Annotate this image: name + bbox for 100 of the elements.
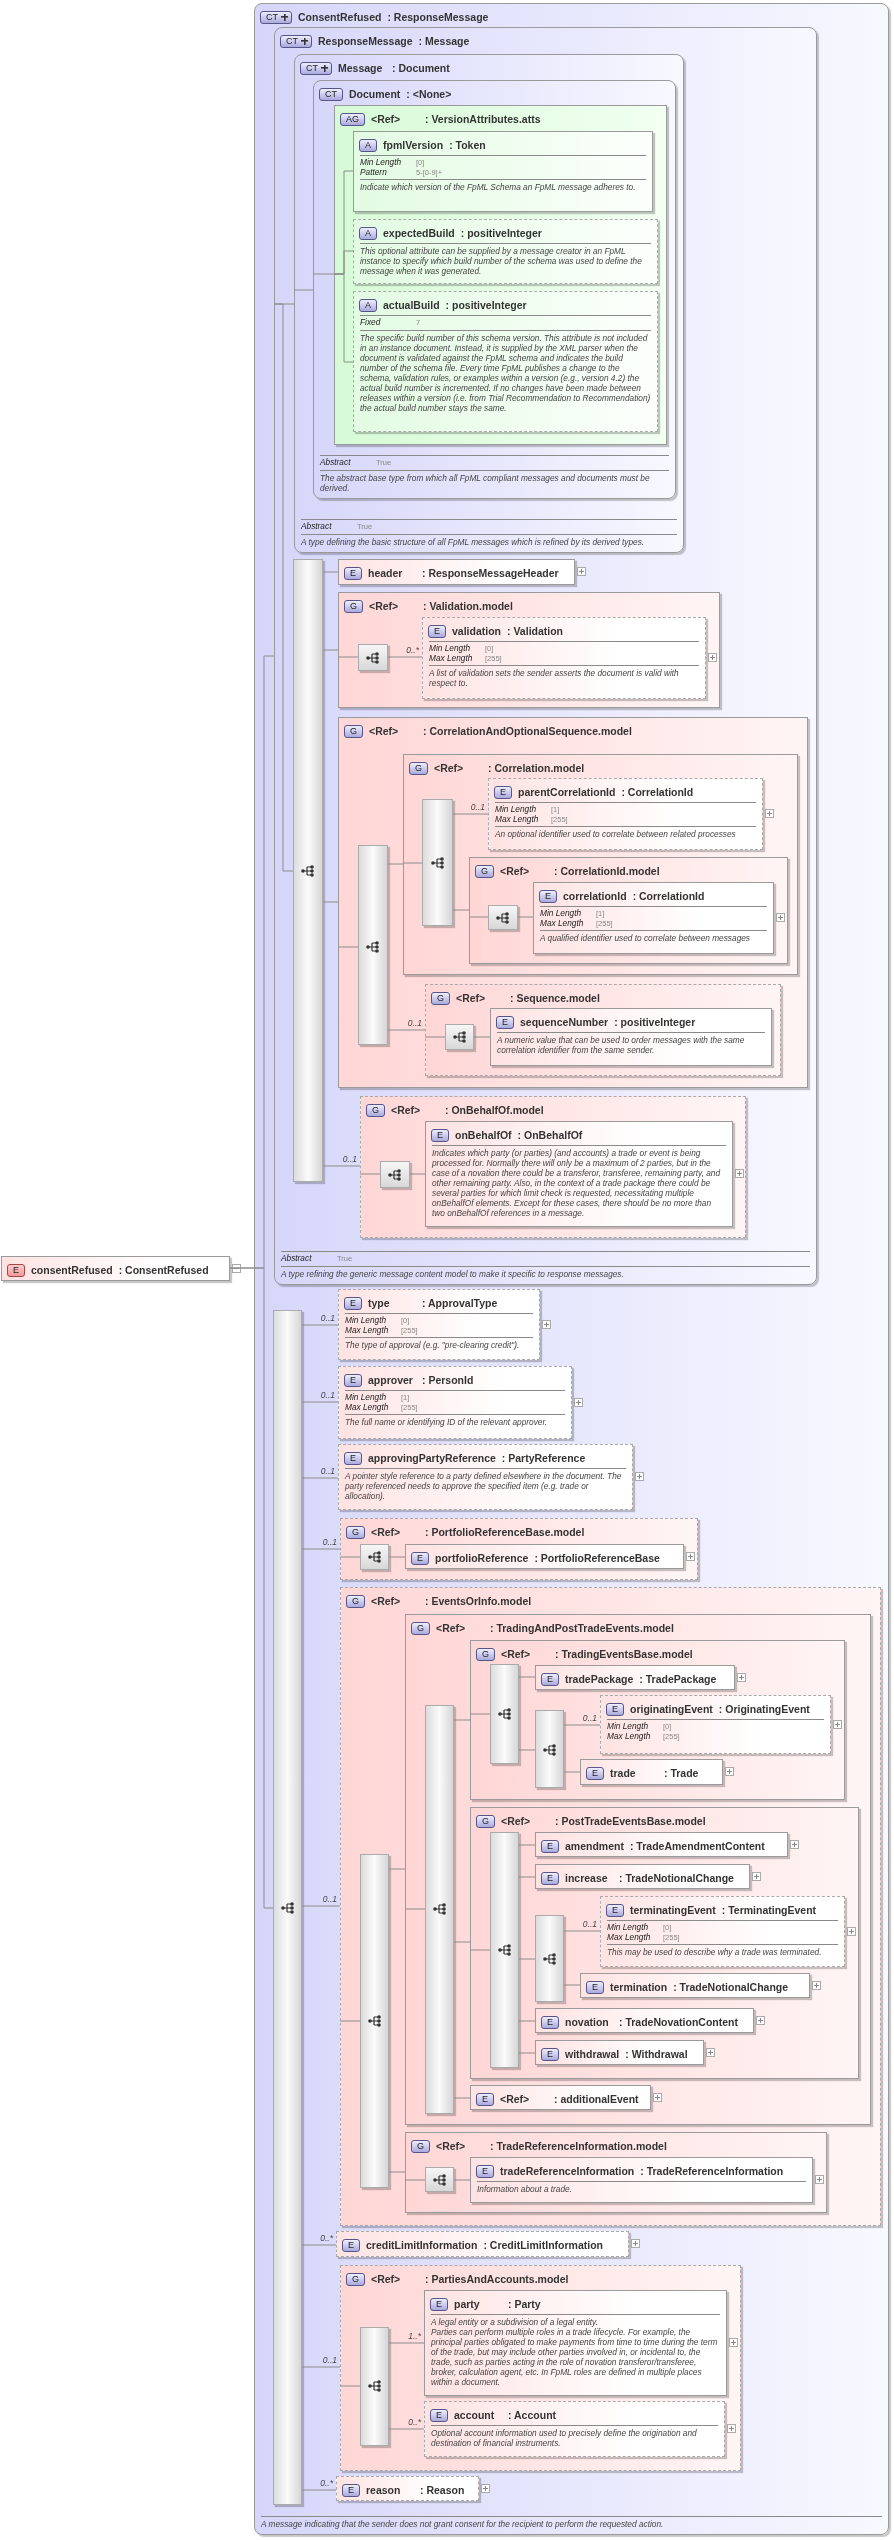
kind-badge: CT <box>300 61 332 75</box>
kind-badge: CT <box>319 87 343 101</box>
description: This optional attribute can be supplied by a message creator in an FpML instance to specify which build number of the schema was used to define the message when it was generated. <box>360 246 643 276</box>
connector-line <box>518 1958 536 1960</box>
kind-badge: E <box>344 1373 362 1387</box>
kind-badge: G <box>476 1814 495 1828</box>
kind-badge: E <box>539 889 557 903</box>
kind-badge: E <box>7 1263 25 1277</box>
connector-line <box>518 2052 536 2054</box>
connector-line <box>359 1173 381 1175</box>
kind-badge: G <box>411 1621 430 1635</box>
node-name: <Ref> <box>391 1104 422 1116</box>
connector-line <box>388 2342 425 2344</box>
connector-line <box>453 1941 471 1943</box>
type-name: : PortfolioReferenceBase.model <box>425 1526 585 1538</box>
connector-line <box>322 649 339 651</box>
node-name: Message <box>338 62 384 74</box>
kind-badge: G <box>476 1647 495 1661</box>
type-name: : ApprovalType <box>422 1297 498 1309</box>
type-name: : Correlation.model <box>488 762 585 774</box>
sequence-bar <box>360 2327 389 2446</box>
sequence-compositor <box>425 2167 454 2192</box>
sequence-bar <box>422 799 453 926</box>
connector-line <box>518 1876 536 1878</box>
description: Indicates which party (or parties) (and accounts) a trade or event is being processed for. Normally there will only be a maximum of 2 parties, but in the case of a novation there could be a transferor, transferee, remaining party, and other remaining party. Also, in the context of a trade package there could be several parties for which limit check is requested, necessitating multiple onBehalfOf elements. Except for these cases, there should be no more than two onBehalfOf references in a message. <box>432 1148 722 1218</box>
node-name: <Ref> <box>500 865 531 877</box>
kind-badge: A <box>359 298 377 312</box>
type-name: : PortfolioReferenceBase <box>534 1552 660 1564</box>
connector-line <box>322 571 339 573</box>
type-name: : Token <box>449 139 486 151</box>
kind-badge: AG <box>340 112 365 126</box>
group-box <box>470 1807 859 2079</box>
node-name: originatingEvent <box>630 1703 713 1715</box>
group-box <box>405 1614 871 2125</box>
connector-line <box>333 273 354 363</box>
multiplicity-label: 1..* <box>408 2331 421 2341</box>
multiplicity-label: 0..1 <box>582 1713 597 1723</box>
description: A list of validation sets the sender asserts the document is valid with respect to. <box>429 668 680 689</box>
node-name: validation <box>452 625 502 637</box>
connector-line <box>387 863 404 865</box>
connector-line <box>563 1724 601 1726</box>
kind-badge: E <box>342 2483 360 2497</box>
kind-badge: E <box>541 2047 559 2061</box>
property-name: Max Length <box>429 653 474 664</box>
description: A type refining the generic message content model to make it specific to response messages. <box>281 1269 625 1279</box>
connector-line <box>452 813 489 815</box>
sequence-bar <box>360 1854 389 2188</box>
connector-line <box>388 2171 406 2173</box>
description: A type defining the basic structure of all FpML messages which is refined by its derived types. <box>301 537 646 547</box>
property-name: Max Length <box>607 1731 652 1742</box>
connector-line <box>563 1771 581 1773</box>
complex-type-box <box>274 27 817 1285</box>
type-name: : EventsOrInfo.model <box>425 1595 532 1607</box>
description: Information about a trade. <box>477 2184 573 2194</box>
property-name: Max Length <box>540 918 585 929</box>
node-name: approver <box>368 1374 414 1386</box>
type-name: : positiveInteger <box>614 1016 696 1028</box>
connector-line <box>388 1868 406 1870</box>
property-name: Min Length <box>345 1316 388 1326</box>
type-name: : TradeNotionalChange <box>673 1981 789 1993</box>
connector-line <box>518 2020 536 2022</box>
description: A pointer style reference to a party defined elsewhere in the document. The party referenced needs to approve the specified item (e.g. trade or allocation). <box>345 1471 623 1501</box>
description: A qualified identifier used to correlate between messages <box>540 933 751 944</box>
kind-badge: E <box>606 1903 624 1917</box>
kind-badge: E <box>586 1980 604 1994</box>
node-name: type <box>368 1297 391 1309</box>
kind-badge: E <box>541 1871 559 1885</box>
connector-line <box>453 1719 471 1721</box>
multiplicity-label: 0..* <box>320 2478 333 2488</box>
node-name: party <box>454 2298 481 2310</box>
connector-line <box>301 1548 341 1550</box>
type-name: : Reason <box>420 2484 465 2496</box>
property-name: Min Length <box>345 1393 388 1403</box>
type-name: : TerminatingEvent <box>721 1904 817 1916</box>
kind-badge: G <box>431 991 450 1005</box>
connector-line <box>469 1713 491 1715</box>
kind-badge: G <box>366 1103 385 1117</box>
node-name: header <box>368 567 404 579</box>
multiplicity-label: 0..1 <box>322 1894 337 1904</box>
group-box <box>340 2265 741 2471</box>
multiplicity-label: 0..* <box>408 2417 421 2427</box>
node-name: <Ref> <box>369 725 400 737</box>
sequence-compositor <box>380 1161 410 1188</box>
node-name: ConsentRefused <box>298 11 382 23</box>
connector-line <box>404 2179 426 2181</box>
type-name: : TradeReferenceInformation <box>640 2165 784 2177</box>
multiplicity-label: 0..1 <box>320 1466 335 1476</box>
node-name: <Ref> <box>371 113 402 125</box>
connector-line <box>337 946 359 948</box>
connector-line <box>322 1165 361 1167</box>
connector-line <box>301 1477 339 1479</box>
node-name: <Ref> <box>436 2140 467 2152</box>
node-name: parentCorrelationId <box>518 786 616 798</box>
connector-line <box>409 1173 426 1175</box>
node-name: <Ref> <box>500 2093 531 2105</box>
type-name: : ConsentRefused <box>118 1264 209 1276</box>
complex-type-box <box>254 3 889 2535</box>
sequence-bar <box>273 1310 302 2505</box>
node-name: portfolioReference <box>435 1552 529 1564</box>
type-name: : TradingAndPostTradeEvents.model <box>490 1622 674 1634</box>
